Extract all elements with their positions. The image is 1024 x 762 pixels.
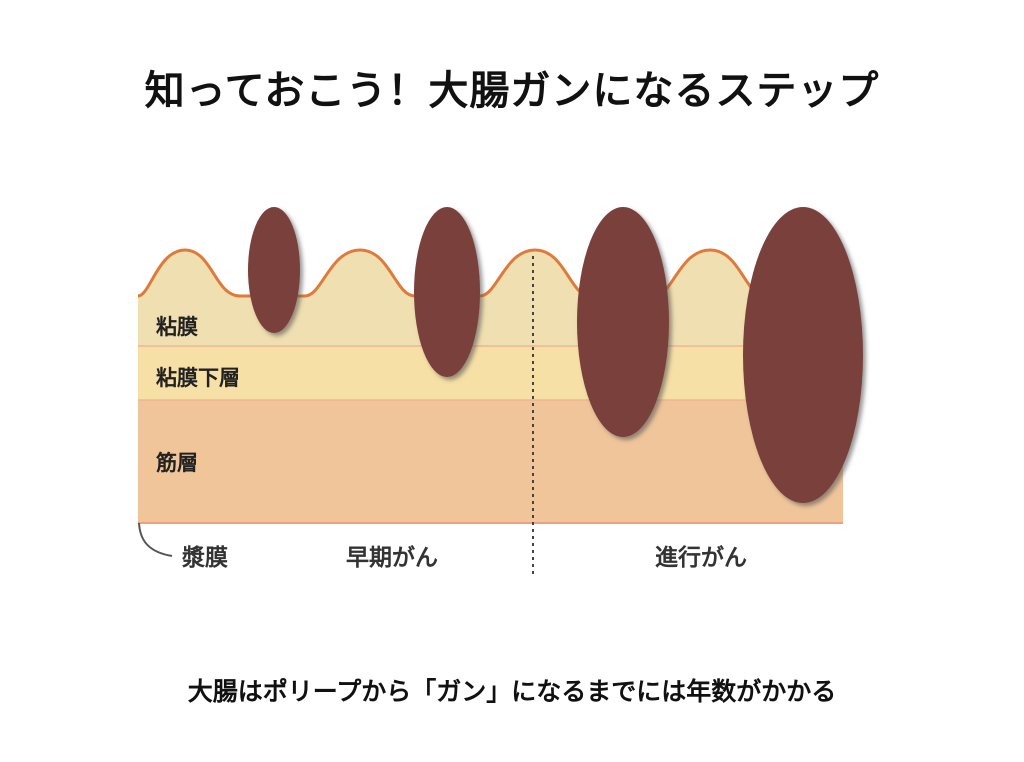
mucosa-layer [138,250,843,346]
caption: 大腸はポリープから「ガン」になるまでには年数がかかる [187,677,837,706]
advanced-tumor-2 [743,207,863,503]
tumor-group [248,207,863,503]
advanced-tumor-1 [577,207,669,437]
label-mucosa: 粘膜 [156,315,198,339]
label-muscle: 筋層 [155,451,198,475]
label-submucosa: 粘膜下層 [156,366,240,390]
muscle-layer [138,400,843,523]
label-serosa: 漿膜 [181,545,228,571]
label-early-cancer: 早期がん [346,544,438,571]
mucosa-surface-line [137,248,843,298]
polyp-tumor-2 [414,207,480,377]
label-advanced-cancer: 進行がん [655,544,747,571]
page-title: 知っておこう！大腸ガンになるステップ [144,68,880,114]
polyp-tumor-1 [248,207,300,333]
submucosa-layer [138,346,843,400]
serosa-leader-line [138,522,173,557]
